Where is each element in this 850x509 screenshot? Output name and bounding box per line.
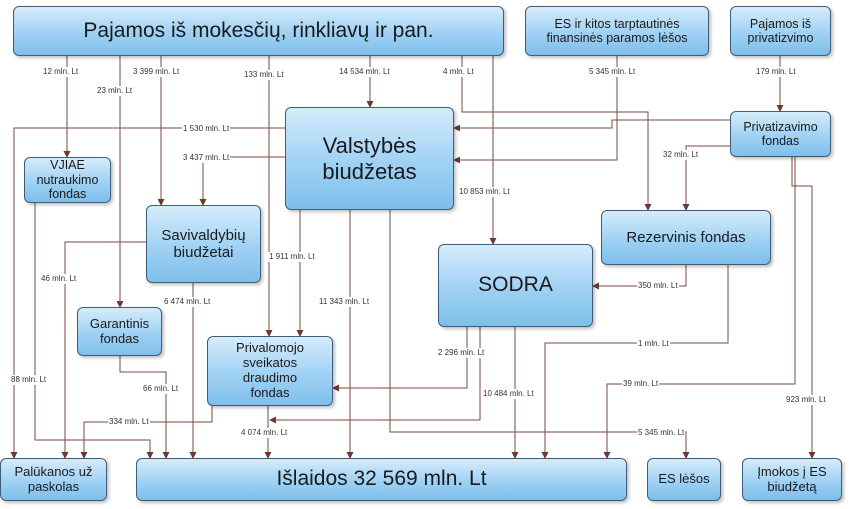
flow-label: 3 399 mln. Lt — [132, 67, 181, 77]
flow-label: 14 534 mln. Lt — [338, 67, 391, 77]
flow-privfondas-rezervinis — [682, 145, 730, 211]
node-imokos-es: Įmokos į ES biudžetą — [742, 458, 842, 501]
flow-label: 10 853 mln. Lt — [458, 187, 511, 197]
flow-privfondas-vb — [453, 119, 730, 132]
flow-label: 4 mln. Lt — [442, 67, 475, 77]
node-savivaldybiu: Savivaldybių biudžetai — [146, 205, 261, 283]
flow-privfondas-imokos — [791, 157, 816, 459]
flow-label: 32 mln. Lt — [662, 150, 700, 160]
node-valstybes-biudzetas: Valstybės biudžetas — [285, 107, 454, 210]
flow-label: 88 mln. Lt — [10, 375, 48, 385]
node-privatizavimo-pajamos: Pajamos iš privatizvimo — [730, 6, 831, 56]
flow-es-vb — [453, 56, 618, 164]
flow-label: 4 074 mln. Lt — [240, 428, 289, 438]
node-es-lesos-in: ES ir kitos tarptautinės finansinės para… — [525, 6, 709, 56]
node-psdf: Privalomojo sveikatos draudimo fondas — [207, 336, 333, 406]
flow-vb-savivaldybiu — [199, 156, 285, 206]
flow-label: 179 mln. Lt — [755, 67, 797, 77]
flow-label: 133 mln. Lt — [243, 70, 285, 80]
node-palukanos: Palūkanos už paskolas — [0, 458, 107, 501]
flow-sav-palukanos — [61, 241, 146, 459]
flow-rez-islaidos — [541, 265, 729, 459]
flow-privfondas-es — [603, 157, 796, 459]
flow-garantinis-islaidos — [119, 356, 170, 459]
node-pajamos: Pajamos iš mokesčių, rinkliavų ir pan. — [13, 6, 504, 56]
flow-label: 1 mln. Lt — [637, 339, 670, 349]
flow-sodra-psdf-2 — [269, 327, 481, 424]
node-islaidos: Išlaidos 32 569 mln. Lt — [136, 458, 627, 501]
node-es-lesos-out: ES lėšos — [647, 458, 721, 501]
flow-label: 23 mln. Lt — [96, 86, 134, 96]
flow-label: 5 345 mln. Lt — [588, 67, 637, 77]
flow-label: 2 296 mln. Lt — [437, 348, 486, 358]
flow-label: 1 911 mln. Lt — [268, 252, 316, 262]
flow-label: 350 mln. Lt — [637, 281, 679, 291]
flow-sodra-psdf — [332, 327, 468, 392]
flow-pajamos-rezervinis — [461, 56, 652, 211]
flow-label: 6 474 mln. Lt — [163, 297, 212, 307]
node-rezervinis: Rezervinis fondas — [601, 210, 771, 265]
flow-label: 12 mln. Lt — [42, 67, 80, 77]
flow-label: 11 343 mln. Lt — [318, 297, 371, 307]
node-sodra: SODRA — [438, 244, 593, 327]
flow-vb-es-lesos — [389, 210, 690, 459]
flow-label: 46 mln. Lt — [40, 274, 78, 284]
flow-label: 66 mln. Lt — [142, 384, 180, 394]
flow-label: 10 484 mln. Lt — [482, 389, 535, 399]
flow-rez-sodra — [592, 265, 687, 290]
flow-label: 5 345 mln. Lt — [637, 428, 686, 438]
flow-label: 39 mln. Lt — [622, 379, 660, 389]
node-vjiae: VJIAE nutraukimo fondas — [24, 157, 111, 203]
flow-label: 334 mln. Lt — [108, 417, 150, 427]
flow-vjiae-islaidos — [34, 203, 154, 459]
node-garantinis: Garantinis fondas — [77, 307, 162, 356]
flow-label: 3 437 mln. Lt — [182, 153, 231, 163]
flow-label: 923 mln. Lt — [785, 395, 827, 405]
node-privatizavimo-fondas: Privatizavimo fondas — [730, 111, 831, 157]
flow-label: 1 530 mln. Lt — [182, 124, 231, 134]
